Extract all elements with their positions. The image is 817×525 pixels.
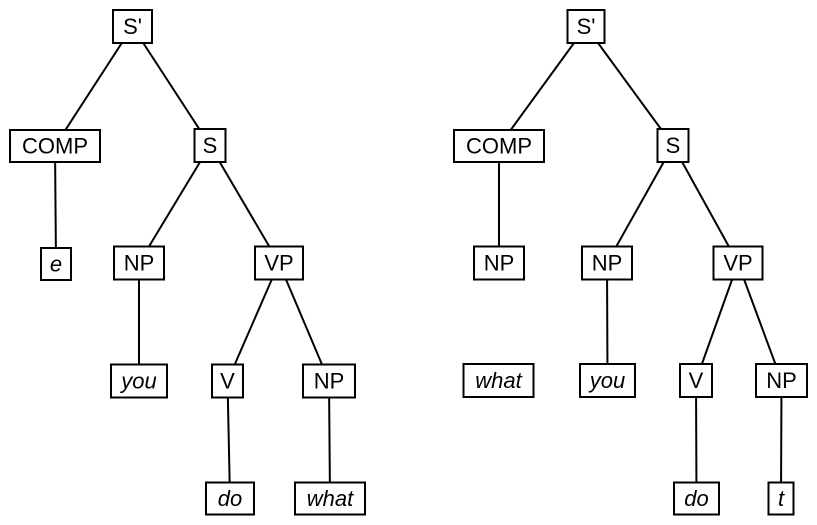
tree-edge-v-do	[226, 380, 231, 499]
tree-node-e: e	[40, 247, 72, 281]
node-label: do	[218, 486, 242, 511]
node-label: V	[220, 369, 235, 394]
tree-edge-sbar-comp	[498, 25, 587, 147]
node-box	[294, 481, 366, 516]
node-box	[113, 245, 165, 281]
node-box	[712, 245, 764, 281]
node-label: S'	[577, 14, 596, 39]
tree-node-do: do	[673, 481, 720, 516]
tree-node-v: V	[679, 363, 713, 398]
node-box	[112, 9, 153, 44]
tree-edge-s-np1	[606, 145, 674, 264]
tree-node-np: NP	[113, 245, 165, 281]
node-label: t	[778, 486, 785, 511]
node-box	[254, 245, 304, 281]
tree-node-s: S'	[566, 9, 606, 44]
node-box	[193, 128, 227, 163]
node-box	[566, 9, 606, 44]
tree-edge-sbar-comp	[54, 25, 134, 147]
tree-node-vp: VP	[712, 245, 764, 281]
node-label: V	[689, 368, 704, 393]
node-label: S	[203, 133, 218, 158]
node-box	[679, 363, 713, 398]
node-box	[40, 247, 72, 281]
tree-node-np: NP	[581, 245, 633, 281]
node-label: VP	[264, 251, 293, 276]
node-label: NP	[592, 251, 623, 276]
tree-node-comp: COMP	[9, 129, 101, 163]
tree-edge-vp-v	[695, 262, 739, 381]
node-label: S'	[123, 14, 142, 39]
tree-node-np: NP	[302, 363, 356, 399]
tree-node-what: what	[294, 481, 366, 516]
node-label: you	[588, 368, 625, 393]
node-box	[673, 481, 720, 516]
node-box	[767, 481, 795, 516]
tree-edge-sbar-s	[585, 25, 674, 147]
tree-node-t: t	[767, 481, 795, 516]
tree-edge-np1-you	[606, 262, 609, 381]
node-label: you	[119, 369, 156, 394]
node-box	[302, 363, 356, 399]
node-box	[110, 363, 168, 399]
node-box	[211, 363, 244, 399]
tree-edge-v-do	[695, 380, 698, 499]
node-label: NP	[314, 369, 345, 394]
tree-node-v: V	[211, 363, 244, 399]
node-label: NP	[766, 368, 797, 393]
node-box	[205, 481, 255, 516]
tree-edge-vp-np2	[278, 262, 330, 382]
node-label: COMP	[22, 134, 88, 159]
tree-node-comp: COMP	[453, 129, 545, 163]
node-box	[453, 129, 545, 163]
tree-node-s: S	[656, 128, 690, 163]
node-box	[656, 128, 690, 163]
tree-node-s: S	[193, 128, 227, 163]
tree-node-vp: VP	[254, 245, 304, 281]
tree-edge-vp-v	[226, 262, 280, 382]
tree-edge-sbar-s	[131, 25, 211, 147]
node-label: COMP	[466, 134, 532, 159]
node-label: e	[50, 252, 62, 277]
tree-edge-np2-what	[328, 380, 331, 499]
node-box	[9, 129, 101, 163]
tree-node-do: do	[205, 481, 255, 516]
node-label: NP	[124, 251, 155, 276]
tree-node-what: what	[462, 363, 535, 398]
node-box	[581, 245, 633, 281]
node-label: VP	[723, 251, 752, 276]
node-box	[462, 363, 535, 398]
tree-edge-s-np1	[138, 144, 211, 264]
tree-edge-np2-t	[780, 380, 783, 499]
tree-node-you: you	[579, 363, 636, 398]
tree-node-np: NP	[473, 245, 525, 281]
node-label: what	[475, 368, 522, 393]
node-box	[473, 245, 525, 281]
node-box	[579, 363, 636, 398]
tree-node-np: NP	[755, 363, 808, 398]
tree-edge-vp-np2	[737, 262, 783, 381]
node-label: NP	[484, 251, 515, 276]
right-syntax-tree: S' COMP S NP NP VP what you V NP do t	[453, 9, 808, 516]
tree-edge-s-vp	[672, 145, 739, 264]
tree-edge-comp-e	[54, 145, 57, 265]
node-label: S	[666, 133, 681, 158]
tree-edge-s-vp	[209, 144, 280, 264]
node-label: do	[684, 486, 708, 511]
tree-node-s: S'	[112, 9, 153, 44]
tree-node-you: you	[110, 363, 168, 399]
node-box	[755, 363, 808, 398]
node-label: what	[307, 486, 354, 511]
